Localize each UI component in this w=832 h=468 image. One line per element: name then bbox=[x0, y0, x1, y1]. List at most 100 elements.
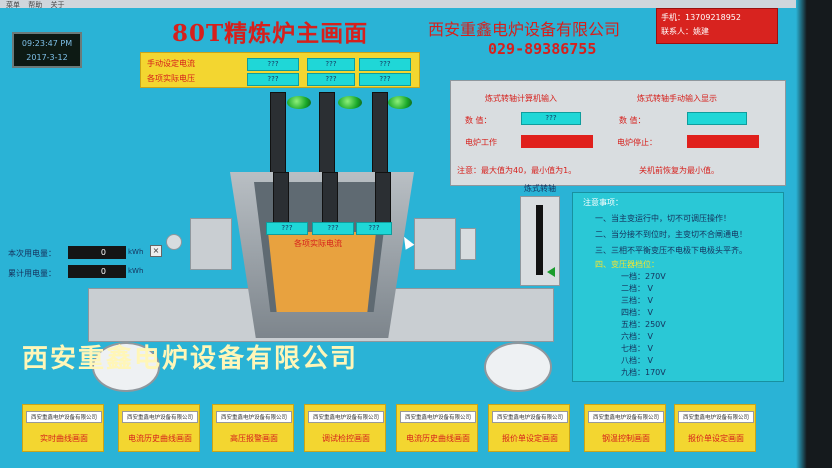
tilt-gauge-label: 炼式转轴 bbox=[524, 184, 556, 193]
status-light-b-icon bbox=[338, 96, 362, 109]
voltage-level: 二档： V bbox=[621, 284, 654, 293]
nav-button-label: 实时曲线画面 bbox=[40, 434, 88, 443]
right-pivot bbox=[460, 228, 476, 260]
total-energy-unit: kWh bbox=[128, 267, 144, 275]
manual-tilt-value[interactable] bbox=[687, 112, 747, 125]
nav-button-label: 高压报警画面 bbox=[230, 434, 278, 443]
company-logo-icon: 西安重鑫电炉设备有限公司 bbox=[26, 411, 102, 423]
restore-note: 关机前恢复为最小值。 bbox=[639, 166, 719, 175]
molten-bath bbox=[268, 232, 376, 312]
nav-button-current-history-2[interactable]: 西安重鑫电炉设备有限公司 电流历史曲线画面 bbox=[396, 404, 478, 452]
notes-panel: 注意事项： 一、当主变运行中，切不可调压操作！ 二、当分接不到位时，主变切不合闸… bbox=[572, 192, 784, 382]
company-logo-icon: 西安重鑫电炉设备有限公司 bbox=[216, 411, 292, 423]
voltage-level: 九档：170V bbox=[621, 368, 666, 377]
voltage-actual-a: ??? bbox=[247, 73, 299, 86]
voltage-actual-b: ??? bbox=[307, 73, 355, 86]
nav-button-label: 调试检控画面 bbox=[322, 434, 370, 443]
nav-button-label: 电流历史曲线画面 bbox=[128, 434, 192, 443]
furnace-working-label: 电炉工作 bbox=[465, 138, 497, 147]
menu-item-about[interactable]: 关于 bbox=[50, 1, 65, 9]
current-setpoint-c[interactable]: ??? bbox=[359, 58, 411, 71]
voltage-levels-title: 四、变压器档位： bbox=[595, 260, 659, 269]
total-energy-label: 累计用电量： bbox=[8, 269, 56, 278]
voltage-level: 六档： V bbox=[621, 332, 654, 341]
clock-date: 2017-3-12 bbox=[26, 53, 68, 62]
computer-input-title: 炼式转轴计算机输入 bbox=[485, 94, 557, 103]
status-light-c-icon bbox=[388, 96, 412, 109]
nav-button-steel-temp[interactable]: 西安重鑫电炉设备有限公司 钢温控制画面 bbox=[584, 404, 666, 452]
menu-bar: 菜单 帮助 关于 bbox=[0, 0, 832, 9]
voltage-level: 七档： V bbox=[621, 344, 654, 353]
notes-title: 注意事项： bbox=[583, 198, 623, 207]
this-energy-unit: kWh bbox=[128, 248, 144, 256]
manual-value-label: 数 值： bbox=[619, 116, 646, 125]
tilt-gauge[interactable] bbox=[520, 196, 560, 286]
company-name: 西安重鑫电炉设备有限公司 bbox=[428, 20, 621, 39]
electrode-a-lower bbox=[273, 172, 289, 226]
nav-button-realtime-curve[interactable]: 西安重鑫电炉设备有限公司 实时曲线画面 bbox=[22, 404, 104, 452]
total-energy-value: 0 bbox=[68, 265, 126, 278]
company-logo-icon: 西安重鑫电炉设备有限公司 bbox=[492, 411, 568, 423]
tilt-pointer-icon[interactable] bbox=[547, 267, 555, 277]
menu-item-help[interactable]: 帮助 bbox=[28, 1, 43, 9]
voltage-actual-c: ??? bbox=[359, 73, 411, 86]
actual-current-a: ??? bbox=[266, 222, 308, 235]
status-light-a-icon bbox=[287, 96, 311, 109]
note-item: 二、当分接不到位时，主变切不合闸通电！ bbox=[595, 230, 747, 239]
this-energy-value: 0 bbox=[68, 246, 126, 259]
voltage-level: 一档：270V bbox=[621, 272, 666, 281]
company-logo-icon: 西安重鑫电炉设备有限公司 bbox=[678, 411, 754, 423]
voltage-level: 三档： V bbox=[621, 296, 654, 305]
current-setpoint-a[interactable]: ??? bbox=[247, 58, 299, 71]
screen-nav-bar: 西安重鑫电炉设备有限公司 实时曲线画面 西安重鑫电炉设备有限公司 电流历史曲线画… bbox=[22, 404, 774, 452]
nav-button-quote-setting[interactable]: 西安重鑫电炉设备有限公司 报价单设定画面 bbox=[488, 404, 570, 452]
left-pivot bbox=[166, 234, 182, 250]
furnace-working-button[interactable] bbox=[521, 135, 593, 148]
page-title: 80T精炼炉主画面 bbox=[172, 20, 369, 47]
actual-voltage-label: 各项实际电压 bbox=[147, 74, 195, 83]
right-trunnion bbox=[414, 218, 456, 270]
furnace-stopped-button[interactable] bbox=[687, 135, 759, 148]
electrode-c-lower bbox=[375, 172, 391, 226]
voltage-level: 四档： V bbox=[621, 308, 654, 317]
note-item: 一、当主变运行中，切不可调压操作！ bbox=[595, 214, 731, 223]
electrode-setpoint-panel: 手动设定电流 各项实际电压 ??? ??? ??? ??? ??? ??? bbox=[140, 52, 420, 88]
contact-person: 联系人：姚建 bbox=[661, 27, 709, 36]
company-logo-icon: 西安重鑫电炉设备有限公司 bbox=[122, 411, 198, 423]
manual-input-title: 炼式转轴手动输入显示 bbox=[637, 94, 717, 103]
left-wheel bbox=[92, 342, 160, 392]
tilt-gauge-track bbox=[536, 205, 543, 275]
computer-tilt-value[interactable]: ??? bbox=[521, 112, 581, 125]
company-phone: 029-89386755 bbox=[488, 40, 597, 58]
clock-display: 09:23:47 PM 2017-3-12 bbox=[12, 32, 82, 68]
furnace-stopped-label: 电炉停止： bbox=[617, 138, 657, 147]
actual-current-c: ??? bbox=[356, 222, 392, 235]
company-logo-icon: 西安重鑫电炉设备有限公司 bbox=[588, 411, 664, 423]
actual-current-b: ??? bbox=[312, 222, 354, 235]
close-icon[interactable]: × bbox=[150, 245, 162, 257]
contact-mobile: 手机：13709218952 bbox=[661, 13, 741, 22]
current-setpoint-b[interactable]: ??? bbox=[307, 58, 355, 71]
nav-button-high-voltage-alarm[interactable]: 西安重鑫电炉设备有限公司 高压报警画面 bbox=[212, 404, 294, 452]
nav-button-label: 报价单设定画面 bbox=[688, 434, 744, 443]
actual-current-label: 各项实际电流 bbox=[294, 239, 342, 248]
nav-button-label: 电流历史曲线画面 bbox=[406, 434, 470, 443]
menu-item-file[interactable]: 菜单 bbox=[6, 1, 20, 9]
voltage-level: 八档： V bbox=[621, 356, 654, 365]
computer-value-label: 数 值： bbox=[465, 116, 492, 125]
nav-button-current-history[interactable]: 西安重鑫电炉设备有限公司 电流历史曲线画面 bbox=[118, 404, 200, 452]
nav-button-label: 报价单设定画面 bbox=[502, 434, 558, 443]
nav-button-quote-setting-2[interactable]: 西安重鑫电炉设备有限公司 报价单设定画面 bbox=[674, 404, 756, 452]
nav-button-debug-control[interactable]: 西安重鑫电炉设备有限公司 调试检控画面 bbox=[304, 404, 386, 452]
nav-button-label: 钢温控制画面 bbox=[602, 434, 650, 443]
voltage-level: 五档：250V bbox=[621, 320, 666, 329]
right-wheel bbox=[484, 342, 552, 392]
company-logo-icon: 西安重鑫电炉设备有限公司 bbox=[308, 411, 384, 423]
electrode-b-lower bbox=[322, 172, 338, 226]
manual-current-label: 手动设定电流 bbox=[147, 59, 195, 68]
note-item: 三、三相不平衡变压不电极下电极头平齐。 bbox=[595, 246, 747, 255]
clock-time: 09:23:47 PM bbox=[21, 39, 73, 48]
company-watermark: 西安重鑫电炉设备有限公司 bbox=[22, 344, 359, 374]
contact-box: 手机：13709218952 联系人：姚建 bbox=[656, 8, 778, 44]
